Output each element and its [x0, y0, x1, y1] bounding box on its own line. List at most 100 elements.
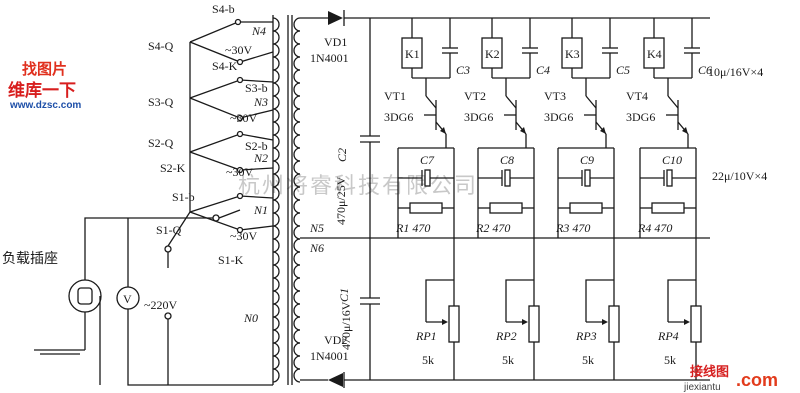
transistor-ref: VT1 — [384, 89, 406, 103]
pot-rp1 — [448, 305, 460, 343]
cap-c7 — [424, 169, 431, 187]
primary-windings — [272, 17, 280, 383]
n1-label: N1 — [253, 203, 268, 217]
transistor-part: 3DG6 — [544, 110, 573, 124]
cap-c2: C2 470μ/25V — [334, 148, 349, 225]
resistor-label: R2 470 — [475, 221, 510, 235]
transistor-ref: VT2 — [464, 89, 486, 103]
logo-jxt-cn: 接线图 — [690, 364, 729, 380]
diode-vd2: VD2 1N4001 — [310, 333, 370, 388]
relay-label: K4 — [647, 47, 662, 61]
mains-label: ~220V — [144, 298, 177, 312]
cap-c1: C1 470μ/16V — [337, 288, 353, 350]
transistor-part: 3DG6 — [626, 110, 655, 124]
n2-label: N2 — [253, 151, 268, 165]
s2-b-label: S2-b — [245, 139, 268, 153]
load-socket: 负载插座 — [2, 251, 102, 355]
transistor-part: 3DG6 — [384, 110, 413, 124]
pot-value: 5k — [582, 353, 594, 367]
logo-dzsc: 找图片 维库一下 www.dzsc.com — [8, 60, 81, 111]
n3-label: N3 — [253, 95, 268, 109]
logo-jxt-url: jiexiantu — [683, 382, 721, 393]
cap-c10 — [666, 169, 673, 187]
v1-label: ~30V — [230, 229, 257, 243]
cap-label: C5 — [616, 63, 630, 77]
s4-b-label: S4-b — [212, 2, 235, 16]
caps-mid-note: 22μ/10V×4 — [712, 169, 767, 183]
v3-label: ~30V — [230, 111, 257, 125]
vd2-part: 1N4001 — [310, 349, 349, 363]
cap-c8 — [504, 169, 511, 187]
transistor-ref: VT3 — [544, 89, 566, 103]
relay-label: K1 — [405, 47, 420, 61]
s4-k-label: S4-K — [212, 59, 238, 73]
logo-text-2: 维库一下 — [8, 80, 76, 101]
cap-ce-label: C10 — [662, 153, 682, 167]
vd1-part: 1N4001 — [310, 51, 349, 65]
load-socket-label: 负载插座 — [2, 251, 58, 267]
n4-label: N4 — [251, 24, 266, 38]
s4-q-label: S4-Q — [148, 39, 174, 53]
pot-label: RP1 — [415, 329, 437, 343]
pot-label: RP2 — [495, 329, 517, 343]
voltmeter-label: V — [123, 292, 132, 306]
relay-label: K3 — [565, 47, 580, 61]
v2-label: ~30V — [226, 165, 253, 179]
cap-ce-label: C9 — [580, 153, 594, 167]
v4-label: ~30V — [225, 43, 252, 57]
resistor-label: R1 470 — [395, 221, 430, 235]
cap-c9 — [584, 169, 591, 187]
s3-q-label: S3-Q — [148, 95, 174, 109]
s2-k-label: S2-K — [160, 161, 186, 175]
c1-ref: C1 — [337, 288, 351, 302]
vd2-ref: VD2 — [324, 333, 347, 347]
pot-value: 5k — [502, 353, 514, 367]
s3-b-label: S3-b — [245, 81, 268, 95]
pot-value: 5k — [664, 353, 676, 367]
cap-ce-label: C8 — [500, 153, 514, 167]
secondary-windings — [293, 17, 301, 383]
cap-label: C3 — [456, 63, 470, 77]
pot-rp3 — [608, 305, 620, 343]
c2-value: 470μ/25V — [334, 176, 348, 225]
resistor-label: R4 470 — [637, 221, 672, 235]
resistor-r4 — [651, 202, 685, 214]
voltmeter: V — [116, 286, 140, 310]
pot-label: RP4 — [657, 329, 679, 343]
pot-value: 5k — [422, 353, 434, 367]
tap-switches — [167, 18, 274, 247]
pot-rp2 — [528, 305, 540, 343]
pot-rp4 — [690, 305, 702, 343]
resistor-r2 — [489, 202, 523, 214]
cap-label: C4 — [536, 63, 550, 77]
n5-label: N5 — [309, 221, 324, 235]
resistor-r1 — [409, 202, 443, 214]
caps-top-note: 10μ/16V×4 — [708, 65, 763, 79]
n0-label: N0 — [243, 311, 258, 325]
s1-k-label: S1-K — [218, 253, 244, 267]
n6-label: N6 — [309, 241, 324, 255]
vd1-ref: VD1 — [324, 35, 347, 49]
cap-label: C6 — [698, 63, 712, 77]
c1-value: 470μ/16V — [339, 301, 353, 350]
diode-vd1: VD1 1N4001 — [310, 10, 370, 65]
c2-ref: C2 — [335, 148, 349, 162]
logo-url: www.dzsc.com — [9, 100, 81, 111]
pot-label: RP3 — [575, 329, 597, 343]
cap-ce-label: C7 — [420, 153, 435, 167]
logo-text-1: 找图片 — [22, 60, 67, 78]
transistor-ref: VT4 — [626, 89, 648, 103]
relay-label: K2 — [485, 47, 500, 61]
s2-q-label: S2-Q — [148, 136, 174, 150]
logo-jiexiantu: 接线图 jiexiantu .com — [683, 364, 778, 393]
s1-q-label: S1-Q — [156, 223, 182, 237]
resistor-label: R3 470 — [555, 221, 590, 235]
logo-jxt-com: .com — [736, 370, 778, 390]
transistor-part: 3DG6 — [464, 110, 493, 124]
